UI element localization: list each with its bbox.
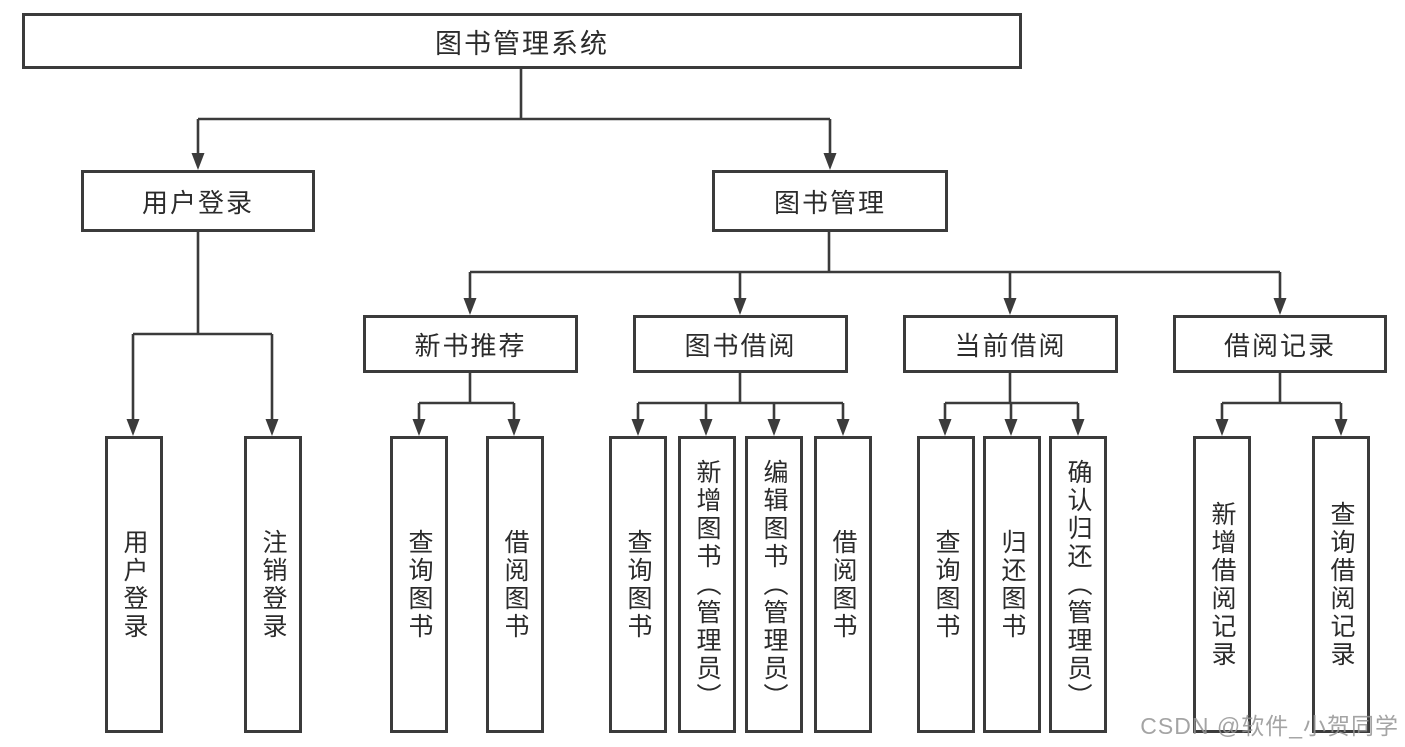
leaf-query-books-current: 查询图书 bbox=[917, 436, 975, 733]
leaf-query-books-borrowing: 查询图书 bbox=[609, 436, 667, 733]
node-new-book-recommend: 新书推荐 bbox=[363, 315, 578, 373]
node-borrowing-records: 借阅记录 bbox=[1173, 315, 1387, 373]
node-book-borrowing: 图书借阅 bbox=[633, 315, 848, 373]
leaf-confirm-return-admin: 确认归还（管理员） bbox=[1049, 436, 1107, 733]
leaf-logout: 注销登录 bbox=[244, 436, 302, 733]
leaf-query-books-recommend: 查询图书 bbox=[390, 436, 448, 733]
leaf-borrow-books-borrowing: 借阅图书 bbox=[814, 436, 872, 733]
leaf-query-borrow-record: 查询借阅记录 bbox=[1312, 436, 1370, 733]
leaf-add-borrow-record: 新增借阅记录 bbox=[1193, 436, 1251, 733]
node-current-borrowing: 当前借阅 bbox=[903, 315, 1118, 373]
node-user-login: 用户登录 bbox=[81, 170, 315, 232]
node-library-management-system: 图书管理系统 bbox=[22, 13, 1022, 69]
csdn-watermark: CSDN @软件_小贺同学 bbox=[1140, 713, 1399, 739]
leaf-borrow-books-recommend: 借阅图书 bbox=[486, 436, 544, 733]
leaf-user-login: 用户登录 bbox=[105, 436, 163, 733]
node-book-management: 图书管理 bbox=[712, 170, 948, 232]
leaf-add-book-admin: 新增图书（管理员） bbox=[678, 436, 736, 733]
leaf-edit-book-admin: 编辑图书（管理员） bbox=[745, 436, 803, 733]
leaf-return-books: 归还图书 bbox=[983, 436, 1041, 733]
